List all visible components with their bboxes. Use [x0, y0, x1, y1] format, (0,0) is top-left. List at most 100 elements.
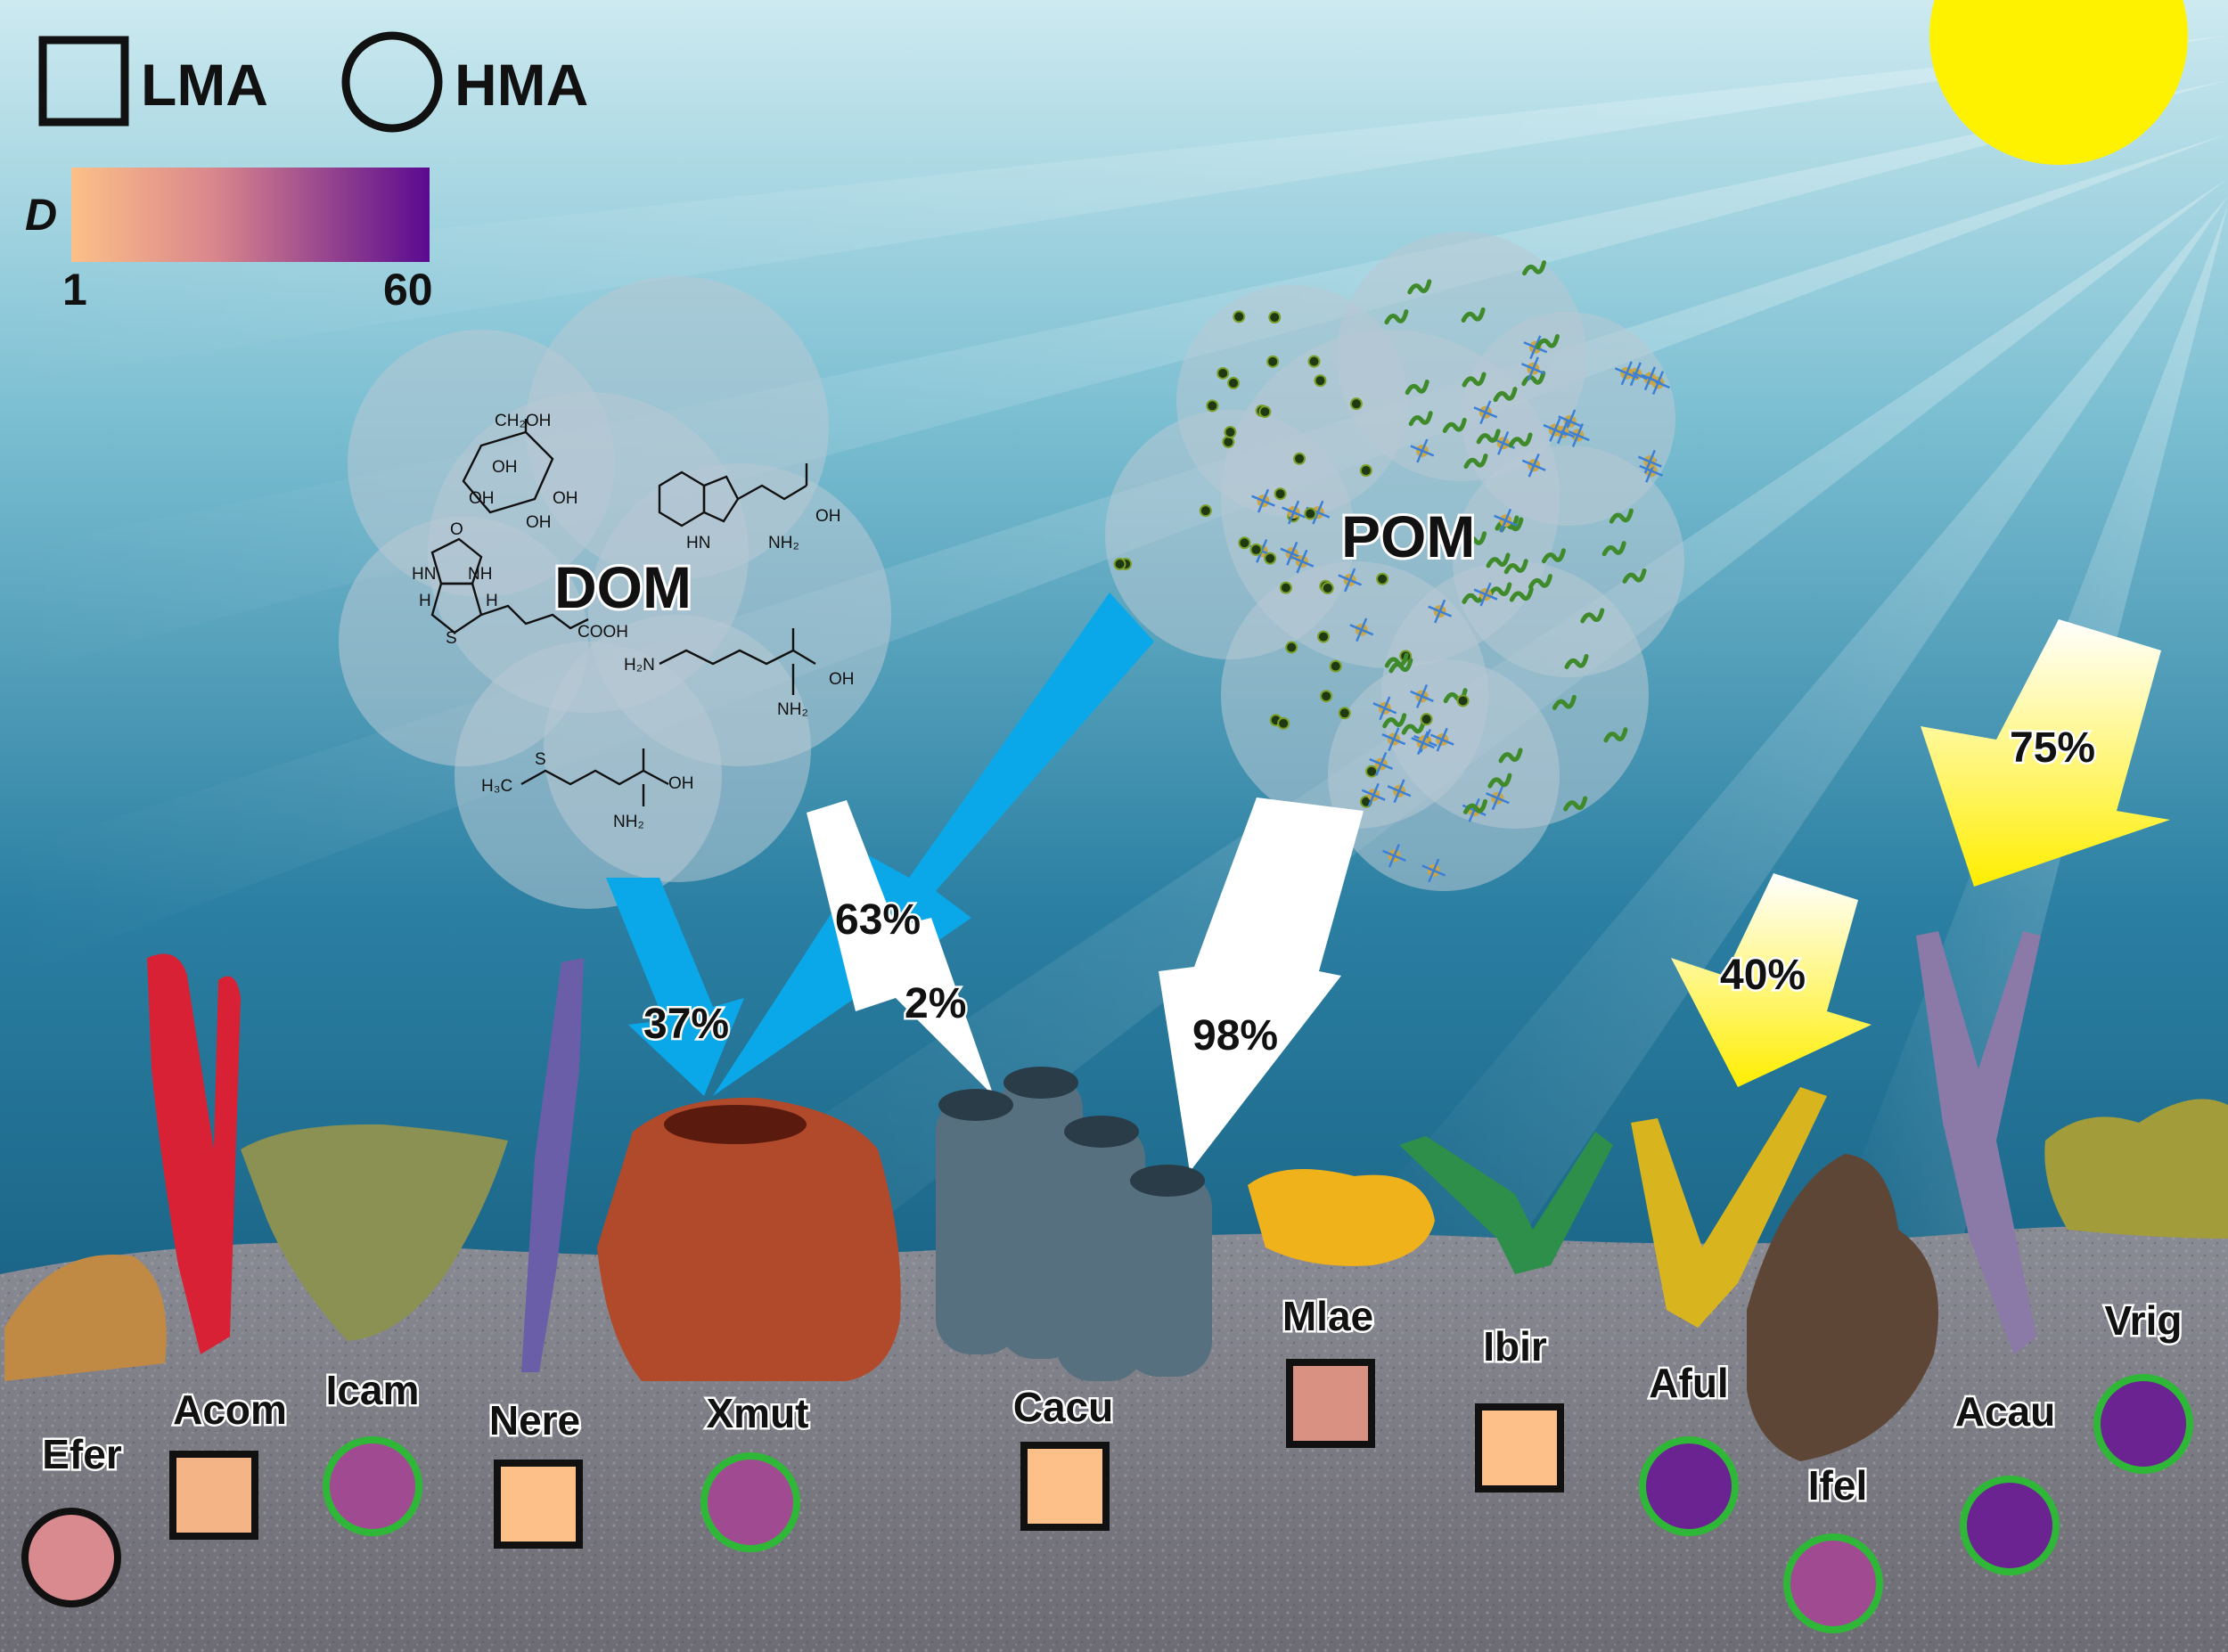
label-mlae: Mlae	[1282, 1293, 1373, 1339]
dom-arrow-cacu	[807, 800, 994, 1096]
pom-arrow-xmut	[713, 593, 1154, 1096]
sponge-acau	[1916, 931, 2041, 1354]
pom-particle	[1382, 843, 1406, 868]
pom-particle	[1365, 765, 1379, 778]
marker-acau	[1960, 1476, 2060, 1575]
pom-particle	[1485, 786, 1510, 811]
pom-particle	[1522, 260, 1547, 276]
sponge-mlae	[1248, 1169, 1435, 1266]
pom-particle	[1461, 307, 1486, 323]
marker-ifel	[1783, 1533, 1883, 1633]
pom-particle	[1293, 452, 1306, 465]
pom-particle	[1307, 355, 1321, 368]
label-vrig: Vrig	[2105, 1297, 2183, 1344]
svg-text:S: S	[446, 629, 457, 648]
svg-text:OH: OH	[526, 513, 552, 532]
pom-particle	[1222, 435, 1235, 448]
pom-particle	[1384, 309, 1409, 325]
svg-text:OH: OH	[668, 774, 694, 793]
flow-label-75: 75%	[2010, 724, 2095, 772]
pom-particle	[1420, 713, 1433, 726]
sponges	[4, 931, 2228, 1461]
marker-mlae	[1286, 1359, 1375, 1448]
pom-particle	[1401, 719, 1426, 735]
pom-particle	[1429, 727, 1454, 752]
flow-label-37: 37%	[643, 1001, 729, 1048]
flow-label-98: 98%	[1192, 1012, 1278, 1059]
svg-text:NH₂: NH₂	[777, 700, 808, 719]
pom-particle	[1268, 311, 1282, 324]
dom-arrow-xmut	[606, 878, 744, 1096]
scale-label: D	[25, 190, 57, 240]
pom-particle	[1382, 713, 1407, 729]
sponge-vrig	[2044, 1099, 2228, 1239]
pom-particle	[1359, 464, 1372, 478]
svg-text:HN: HN	[686, 534, 710, 552]
pom-particle	[1304, 507, 1317, 520]
pom-particle	[1405, 380, 1429, 396]
pom-particle	[1622, 568, 1647, 584]
pom-particle	[1462, 798, 1487, 814]
marker-acom	[169, 1451, 258, 1540]
pom-particle	[1266, 355, 1280, 368]
label-icam: Icam	[326, 1367, 420, 1413]
flow-percentages: 37% 63% 2% 98% 40% 75%	[642, 723, 2098, 1062]
pom-particle	[1233, 310, 1246, 323]
svg-text:O: O	[450, 520, 463, 539]
sponge-efer	[4, 1254, 167, 1381]
svg-text:OH: OH	[829, 670, 855, 689]
pom-particle	[1498, 748, 1523, 764]
pom-particle	[1113, 558, 1126, 571]
label-cacu: Cacu	[1013, 1384, 1113, 1430]
flow-label-2: 2%	[905, 980, 966, 1027]
legend: LMA HMA	[38, 31, 588, 133]
pom-particle	[1462, 531, 1487, 547]
pom-particle	[1528, 574, 1552, 590]
light-arrow-acau	[1921, 619, 2170, 887]
pom-particle	[1349, 397, 1363, 411]
scale-bar	[71, 168, 430, 262]
pom-particle	[1564, 654, 1589, 670]
pom-particle	[1251, 488, 1275, 513]
pom-particle	[1349, 617, 1374, 642]
pom-particle	[1410, 438, 1435, 463]
marker-efer	[21, 1508, 121, 1607]
pom-particle	[1384, 652, 1409, 668]
pom-particle	[1521, 453, 1546, 478]
pom-particle	[1508, 432, 1533, 448]
pom-particle	[1509, 586, 1534, 602]
pom-particle	[1456, 694, 1470, 707]
pom-particle	[1320, 690, 1333, 703]
pom-particle	[1521, 371, 1546, 387]
pom-particle	[1541, 548, 1566, 564]
light-arrow-aful	[1671, 873, 1872, 1087]
sponge-cacu	[936, 1067, 1212, 1381]
pom-particle	[1280, 541, 1305, 566]
svg-text:HN: HN	[412, 565, 436, 584]
svg-text:OH: OH	[492, 458, 518, 477]
dom-cloud	[339, 276, 891, 909]
biotin-molecule	[430, 537, 483, 585]
svg-text:H₃C: H₃C	[481, 777, 512, 796]
pom-particle	[1388, 658, 1413, 674]
chemical-labels: CH₂OH OH OH OH OH OH HN NH₂ O HN NH H H …	[412, 412, 855, 831]
pom-particle	[1637, 449, 1662, 474]
sponge-acom	[147, 953, 241, 1354]
pom-particle	[1274, 487, 1287, 501]
pom-particle	[1462, 372, 1487, 388]
pom-particle	[1238, 536, 1251, 550]
lma-square-icon	[38, 36, 129, 127]
pom-particle	[1609, 508, 1634, 524]
pom-particle	[1442, 417, 1467, 433]
sponge-aful	[1631, 1087, 1827, 1328]
pom-particle	[1361, 782, 1386, 807]
sun-icon	[1929, 0, 2188, 165]
pom-particle	[1199, 504, 1212, 518]
marker-xmut	[700, 1452, 800, 1552]
pom-particle	[1387, 779, 1412, 804]
diversity-scale: D 1 60	[25, 168, 433, 315]
pom-particle	[1494, 508, 1518, 533]
pom-particle	[1543, 418, 1568, 442]
pom-particle	[1476, 429, 1501, 445]
